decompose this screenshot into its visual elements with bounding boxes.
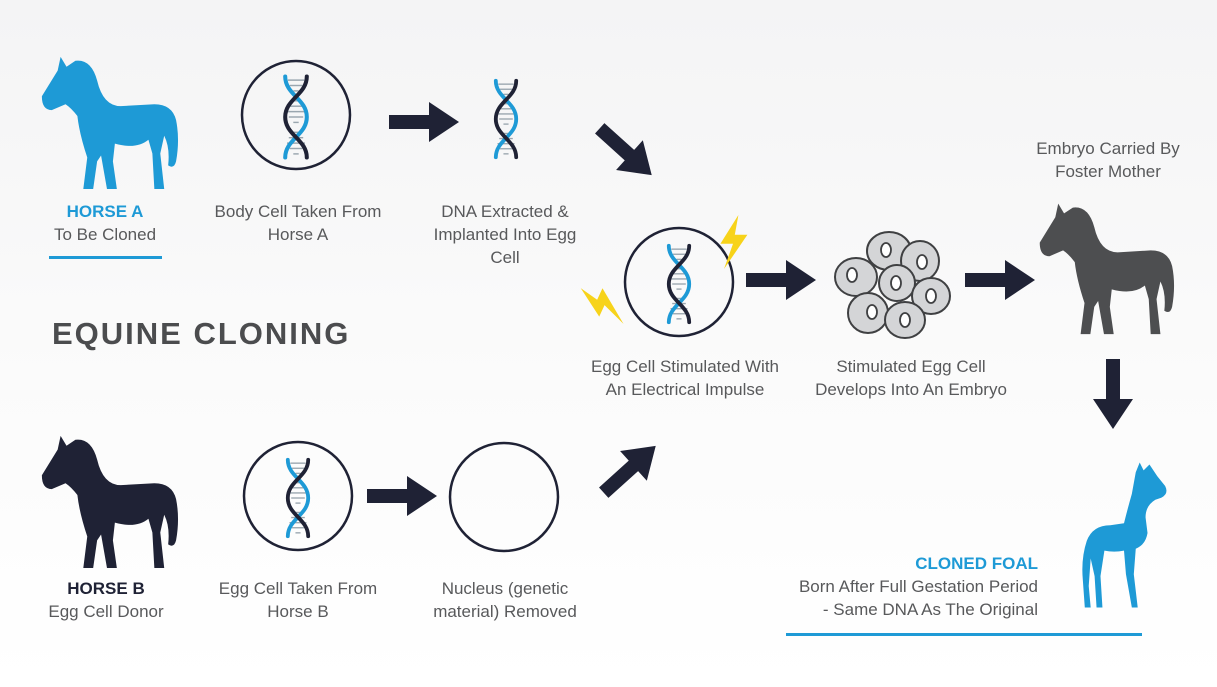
dna-extracted-line3: Cell [490, 248, 520, 267]
egg-taken-line2: Horse B [267, 602, 329, 621]
body-cell-label: Body Cell Taken From Horse A [198, 200, 398, 246]
horse-a-underline [49, 256, 162, 259]
horse-a-label: HORSE A To Be Cloned [40, 200, 170, 246]
horse-a-desc: To Be Cloned [53, 225, 157, 244]
egg-stimulated-label: Egg Cell Stimulated With An Electrical I… [574, 355, 796, 401]
lightning-icon [720, 215, 748, 269]
body-cell-circle [240, 59, 352, 171]
foal-underline [786, 633, 1142, 636]
cell-cluster-icon [834, 231, 951, 339]
foster-line1: Embryo Carried By [1036, 139, 1180, 158]
horse-b-desc: Egg Cell Donor [48, 602, 164, 621]
horse-b-label: HORSE B Egg Cell Donor [36, 577, 176, 623]
egg-stimulated-line1: Egg Cell Stimulated With [590, 357, 780, 376]
arrow-icon [367, 476, 437, 516]
horse-b-name: HORSE B [67, 579, 145, 598]
foster-line2: Foster Mother [1055, 162, 1161, 181]
nucleus-removed-line1: Nucleus (genetic [441, 579, 569, 598]
egg-taken-line1: Egg Cell Taken From [218, 579, 378, 598]
arrow-icon [389, 102, 459, 142]
dna-extracted-line2: Implanted Into Egg [433, 225, 577, 244]
foal-icon [1082, 462, 1167, 608]
arrow-down-icon [1093, 359, 1133, 429]
horse-b-icon [41, 435, 179, 569]
dna-cell-icon [288, 460, 308, 537]
egg-stimulated-line2: An Electrical Impulse [605, 380, 765, 399]
egg-cell-circle [623, 226, 735, 338]
dna-extracted-line1: DNA Extracted & [441, 202, 569, 221]
foal-name: CLONED FOAL [915, 554, 1038, 573]
foal-line2: - Same DNA As The Original [822, 600, 1038, 619]
horse-a-icon [41, 56, 179, 190]
dna-extracted-label: DNA Extracted & Implanted Into Egg Cell [415, 200, 595, 269]
dna-cell-icon [669, 246, 689, 323]
diagonal-arrow-down-icon [586, 113, 666, 191]
embryo-line1: Stimulated Egg Cell [836, 357, 986, 376]
dna-icon [496, 81, 516, 158]
arrow-icon [746, 260, 816, 300]
horse-a-name: HORSE A [66, 202, 144, 221]
diagonal-arrow-up-icon [590, 430, 670, 508]
dna-cell-icon [285, 77, 307, 158]
egg-cell-circle [242, 440, 354, 552]
body-cell-line2: Horse A [267, 225, 329, 244]
embryo-label: Stimulated Egg Cell Develops Into An Emb… [798, 355, 1024, 401]
nucleus-removed-label: Nucleus (genetic material) Removed [415, 577, 595, 623]
foal-label: CLONED FOAL Born After Full Gestation Pe… [776, 552, 1038, 621]
foster-label: Embryo Carried By Foster Mother [1012, 137, 1204, 183]
egg-taken-label: Egg Cell Taken From Horse B [198, 577, 398, 623]
diagram-title: EQUINE CLONING [52, 316, 351, 351]
foal-line1: Born After Full Gestation Period [798, 577, 1038, 596]
arrow-icon [965, 260, 1035, 300]
foster-horse-icon [1039, 203, 1175, 335]
nucleus-removed-line2: material) Removed [433, 602, 577, 621]
empty-cell-icon [448, 441, 560, 553]
embryo-line2: Develops Into An Embryo [815, 380, 1007, 399]
body-cell-line1: Body Cell Taken From [214, 202, 382, 221]
